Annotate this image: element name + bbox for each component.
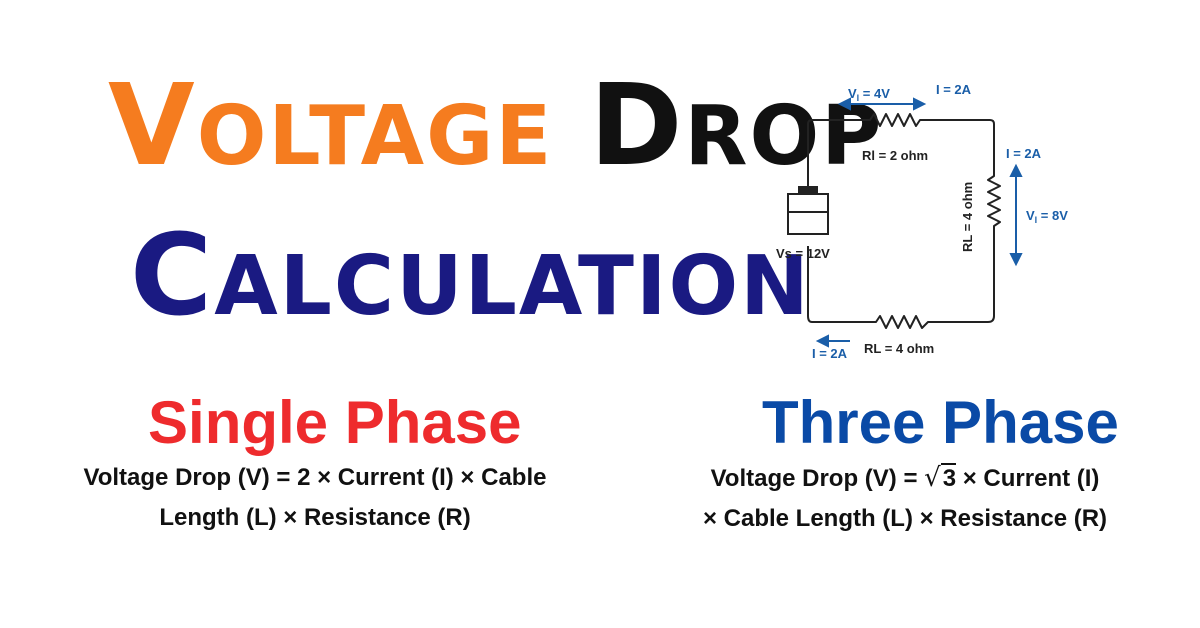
single-formula-line-2: Length (L) × Resistance (R): [159, 504, 471, 531]
source-voltage-label: Vs = 12V: [776, 246, 830, 261]
single-formula-line-1: Voltage Drop (V) = 2 × Current (I) × Cab…: [83, 464, 547, 491]
three-phase-formula: Voltage Drop (V) = √3 × Current (I) × Ca…: [690, 458, 1120, 539]
right-voltage-label: Vl = 8V: [1026, 208, 1068, 225]
three-phase-title: Three Phase: [762, 389, 1119, 456]
title-word-voltage: VOLTAGE: [108, 61, 554, 191]
right-current-label: I = 2A: [1006, 146, 1042, 161]
three-formula-line-1: Voltage Drop (V) = √3 × Current (I): [710, 463, 1100, 493]
title-word-calculation: CALCULATION: [130, 211, 811, 341]
current-arrows: [815, 97, 1023, 348]
bottom-current-label: I = 2A: [812, 346, 848, 361]
bottom-resistor-label: RL = 4 ohm: [864, 341, 934, 356]
circuit-diagram: Vl = 4V I = 2A Rl = 2 ohm I = 2A RL = 4 …: [776, 82, 1068, 361]
right-resistor-label: RL = 4 ohm: [960, 182, 975, 252]
square-root-icon: √: [924, 463, 941, 493]
top-current-label: I = 2A: [936, 82, 972, 97]
top-voltage-label: Vl = 4V: [848, 86, 890, 103]
circuit-wires: [807, 113, 1001, 329]
top-resistor-label: Rl = 2 ohm: [862, 148, 928, 163]
battery-icon: [787, 186, 829, 235]
three-formula-line-2: × Cable Length (L) × Resistance (R): [702, 505, 1108, 532]
title-line-2: CALCULATION: [130, 220, 811, 332]
single-phase-formula: Voltage Drop (V) = 2 × Current (I) × Cab…: [70, 458, 560, 538]
single-phase-title: Single Phase: [148, 389, 522, 456]
